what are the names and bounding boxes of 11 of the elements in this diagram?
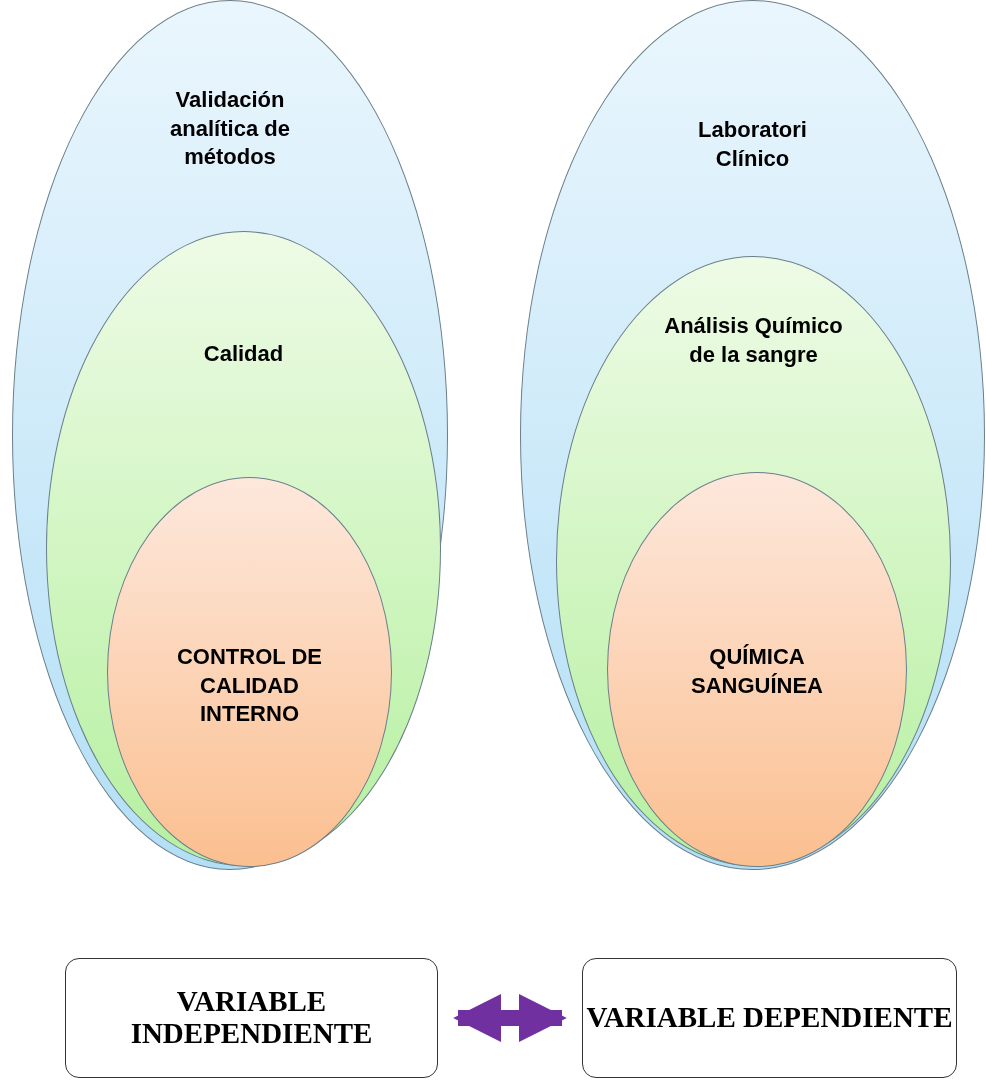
variable-box	[65, 958, 438, 1078]
ellipse-label: Calidad	[202, 340, 285, 368]
variable-box	[582, 958, 957, 1078]
box-label: VARIABLE INDEPENDIENTE	[129, 986, 374, 1050]
ellipse-label: CONTROL DE CALIDAD INTERNO	[175, 643, 323, 729]
double-arrow	[453, 994, 567, 1042]
ellipse-label: QUÍMICA SANGUÍNEA	[690, 643, 824, 700]
ellipse-label: Análisis Químico de la sangre	[663, 312, 844, 369]
box-label: VARIABLE DEPENDIENTE	[586, 1002, 953, 1034]
ellipse-label: Validación analítica de métodos	[169, 86, 291, 172]
ellipse-label: Laboratori Clínico	[697, 116, 808, 173]
